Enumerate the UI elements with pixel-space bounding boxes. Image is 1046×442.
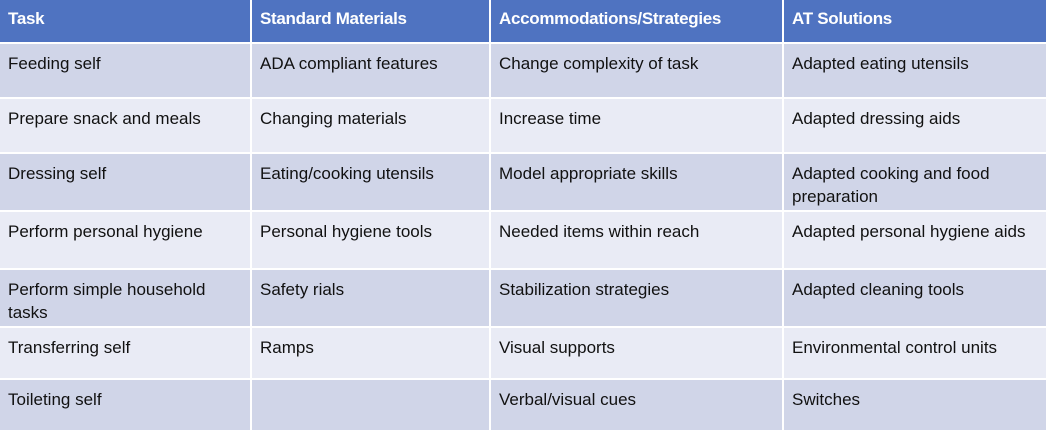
cell-accommodations: Needed items within reach (490, 211, 784, 270)
table-row: Feeding self ADA compliant features Chan… (0, 43, 1046, 99)
cell-task: Dressing self (0, 153, 252, 212)
header-standard-materials: Standard Materials (251, 0, 491, 44)
cell-at-solutions: Switches (783, 379, 1046, 432)
cell-standard-materials: Ramps (251, 327, 491, 380)
table-body: Feeding self ADA compliant features Chan… (0, 43, 1046, 432)
at-solutions-table: Task Standard Materials Accommodations/S… (0, 0, 1046, 432)
table-row: Perform simple household tasks Safety ri… (0, 269, 1046, 328)
table-row: Dressing self Eating/cooking utensils Mo… (0, 153, 1046, 212)
cell-at-solutions: Adapted dressing aids (783, 98, 1046, 154)
cell-accommodations: Verbal/visual cues (490, 379, 784, 432)
cell-standard-materials: Safety rials (251, 269, 491, 328)
header-task: Task (0, 0, 252, 44)
header-accommodations-strategies: Accommodations/Strategies (490, 0, 784, 44)
cell-accommodations: Model appropriate skills (490, 153, 784, 212)
table-row: Toileting self Verbal/visual cues Switch… (0, 379, 1046, 432)
cell-at-solutions: Environmental control units (783, 327, 1046, 380)
header-row: Task Standard Materials Accommodations/S… (0, 0, 1046, 44)
cell-task: Feeding self (0, 43, 252, 99)
cell-accommodations: Stabilization strategies (490, 269, 784, 328)
cell-task: Perform simple household tasks (0, 269, 252, 328)
cell-task: Transferring self (0, 327, 252, 380)
table-row: Transferring self Ramps Visual supports … (0, 327, 1046, 380)
cell-accommodations: Visual supports (490, 327, 784, 380)
cell-standard-materials: Eating/cooking utensils (251, 153, 491, 212)
cell-at-solutions: Adapted personal hygiene aids (783, 211, 1046, 270)
header-at-solutions: AT Solutions (783, 0, 1046, 44)
cell-standard-materials: Changing materials (251, 98, 491, 154)
cell-task: Prepare snack and meals (0, 98, 252, 154)
cell-accommodations: Increase time (490, 98, 784, 154)
cell-task: Toileting self (0, 379, 252, 432)
cell-standard-materials: ADA compliant features (251, 43, 491, 99)
cell-accommodations: Change complexity of task (490, 43, 784, 99)
table-row: Perform personal hygiene Personal hygien… (0, 211, 1046, 270)
cell-task: Perform personal hygiene (0, 211, 252, 270)
cell-at-solutions: Adapted cleaning tools (783, 269, 1046, 328)
cell-standard-materials: Personal hygiene tools (251, 211, 491, 270)
table-header: Task Standard Materials Accommodations/S… (0, 0, 1046, 44)
cell-at-solutions: Adapted eating utensils (783, 43, 1046, 99)
cell-standard-materials (251, 379, 491, 432)
table-row: Prepare snack and meals Changing materia… (0, 98, 1046, 154)
cell-at-solutions: Adapted cooking and food preparation (783, 153, 1046, 212)
